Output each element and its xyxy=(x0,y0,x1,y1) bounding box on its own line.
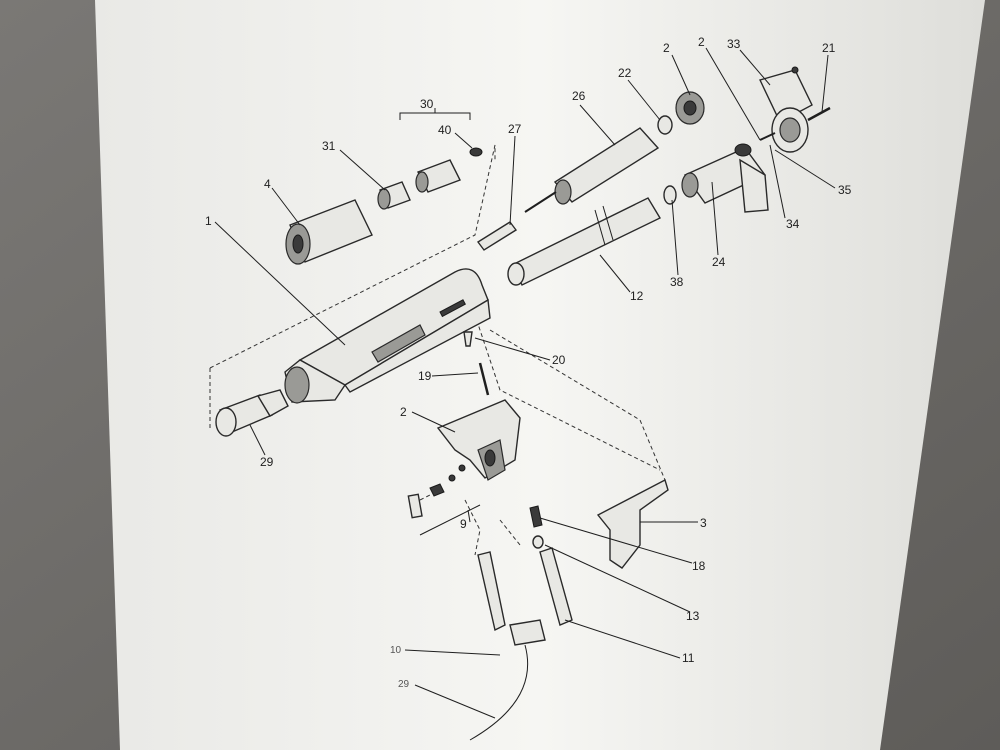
label-21: 21 xyxy=(822,41,836,55)
part-2-cap-top xyxy=(675,91,705,125)
part-10-hose xyxy=(469,551,546,741)
part-18-fitting xyxy=(529,505,543,528)
label-29-nozzle: 29 xyxy=(260,455,274,469)
part-3-trigger xyxy=(596,478,669,569)
label-12: 12 xyxy=(630,289,644,303)
part-4-cylinder xyxy=(285,199,373,265)
part-2-handle-housing xyxy=(436,399,521,481)
label-11: 11 xyxy=(682,651,695,665)
part-24-rear-block xyxy=(681,143,769,213)
part-19-pin xyxy=(478,362,490,396)
label-2-rear: 2 xyxy=(698,35,705,49)
part-27-pin xyxy=(476,221,518,251)
part-31-fitting xyxy=(377,181,411,210)
label-10: 10 xyxy=(390,645,402,656)
assembly-dashed-lines xyxy=(209,144,666,556)
label-1: 1 xyxy=(205,214,212,228)
part-1-gun-body xyxy=(284,268,491,404)
bracket-9 xyxy=(419,504,481,536)
part-12-tube xyxy=(507,197,661,286)
label-2-handle: 2 xyxy=(400,405,407,419)
part-26-rod xyxy=(524,127,660,213)
label-13: 13 xyxy=(686,609,700,623)
part-33-rear-cap xyxy=(759,66,813,153)
part-30-connector xyxy=(415,147,483,193)
label-22: 22 xyxy=(618,66,632,80)
label-20: 20 xyxy=(552,353,566,367)
label-2-top: 2 xyxy=(663,41,670,55)
label-3: 3 xyxy=(700,516,707,530)
label-33: 33 xyxy=(727,37,741,51)
label-31: 31 xyxy=(322,139,336,153)
part-13-oring xyxy=(532,535,544,549)
label-30: 30 xyxy=(420,97,434,111)
label-18: 18 xyxy=(692,559,706,573)
label-29-hose: 29 xyxy=(398,679,410,690)
label-34: 34 xyxy=(786,217,800,231)
part-20-plug xyxy=(463,331,473,347)
part-22-oring xyxy=(657,115,673,135)
part-11-lower-fitting xyxy=(539,547,573,626)
label-4: 4 xyxy=(264,177,271,191)
part-38-oring xyxy=(663,185,677,205)
part-labels: 1 2 2 2 3 4 9 10 11 12 13 18 19 20 21 22… xyxy=(205,35,852,690)
label-27: 27 xyxy=(508,122,522,136)
part-21-screw xyxy=(807,106,831,122)
label-19: 19 xyxy=(418,369,432,383)
label-35: 35 xyxy=(838,183,852,197)
label-24: 24 xyxy=(712,255,726,269)
part-29-front-nozzle xyxy=(215,389,289,437)
label-9: 9 xyxy=(460,517,467,531)
part-34-pin xyxy=(759,132,776,141)
label-40: 40 xyxy=(438,123,452,137)
label-38: 38 xyxy=(670,275,684,289)
label-26: 26 xyxy=(572,89,586,103)
part-9-fittings xyxy=(407,464,466,519)
leader-lines xyxy=(214,47,836,719)
